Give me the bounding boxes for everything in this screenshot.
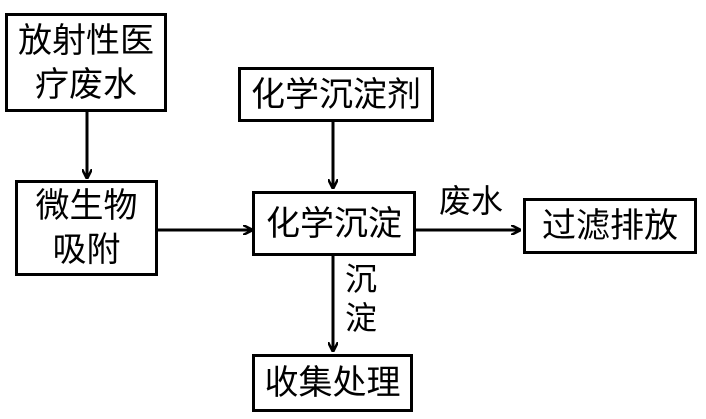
edge-label-precipitate-bottom: 淀: [344, 299, 377, 337]
node-microbial-adsorption-line2: 吸附: [52, 230, 121, 270]
node-microbial-adsorption: 微生物 吸附: [15, 180, 158, 276]
edge-label-precipitate-top: 沉: [344, 260, 377, 298]
node-chemical-precipitation: 化学沉淀: [252, 191, 416, 256]
node-precipitant: 化学沉淀剂: [238, 67, 434, 122]
node-microbial-adsorption-line1: 微生物: [35, 186, 138, 226]
node-medical-wastewater-line1: 放射性医: [18, 20, 154, 61]
node-filter-discharge: 过滤排放: [523, 198, 697, 254]
node-filter-discharge-label: 过滤排放: [542, 206, 678, 246]
edge-label-wastewater: 废水: [438, 182, 503, 220]
node-medical-wastewater: 放射性医 疗废水: [5, 13, 167, 112]
node-collection-treatment: 收集处理: [252, 354, 413, 412]
node-collection-treatment-label: 收集处理: [264, 363, 401, 403]
node-chemical-precipitation-label: 化学沉淀: [266, 203, 402, 244]
node-precipitant-label: 化学沉淀剂: [251, 74, 421, 115]
node-medical-wastewater-line2: 疗废水: [35, 64, 137, 105]
